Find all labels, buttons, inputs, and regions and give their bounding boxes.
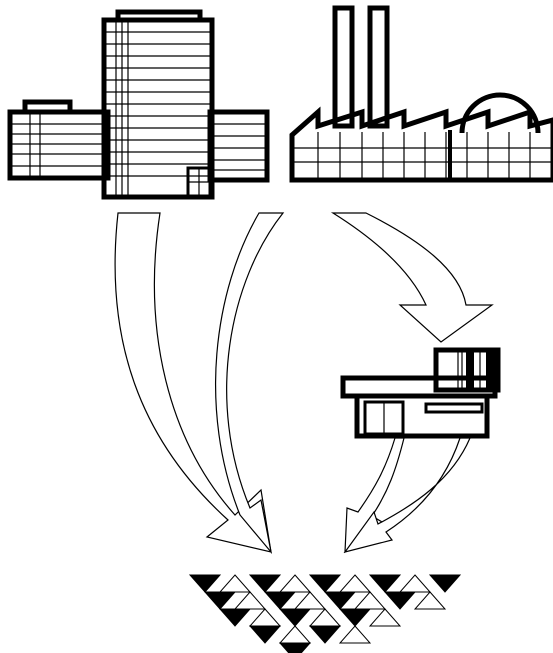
pattern-triangle	[308, 574, 342, 593]
triangle-pattern-icon	[188, 574, 462, 653]
pattern-triangle	[293, 591, 327, 610]
arrow-facility-right	[343, 437, 471, 553]
facility-upper-block	[433, 347, 501, 393]
small-facility-icon	[340, 347, 501, 439]
pattern-triangle	[338, 574, 372, 593]
pattern-triangle	[398, 574, 432, 593]
pattern-triangle	[218, 574, 252, 593]
pattern-triangle	[218, 608, 252, 627]
pattern-triangle	[338, 625, 372, 644]
pattern-triangle	[263, 591, 297, 610]
office-roof-step	[22, 99, 73, 112]
pattern-triangle	[368, 608, 402, 627]
factory-chimney-right	[367, 5, 390, 129]
pattern-triangle	[248, 574, 282, 593]
office-window-lines	[10, 20, 267, 197]
factory-window-lines	[292, 132, 553, 180]
pattern-triangle	[248, 608, 282, 627]
pattern-triangle	[188, 574, 222, 593]
factory-sawtooth-building	[289, 106, 553, 183]
pattern-triangle	[428, 574, 462, 593]
office-tower-top	[115, 9, 203, 20]
pattern-triangle	[278, 608, 312, 627]
pattern-triangle	[368, 574, 402, 593]
pattern-triangle	[248, 625, 282, 644]
facility-window	[424, 402, 484, 414]
arrow-office-outer	[114, 212, 272, 553]
pattern-triangle	[413, 591, 447, 610]
factory-chimney-left	[332, 5, 355, 129]
pattern-triangle	[308, 608, 342, 627]
office-low-wing	[7, 109, 111, 181]
pattern-triangle	[323, 591, 357, 610]
pattern-triangle	[233, 591, 267, 610]
pattern-triangle	[203, 591, 237, 610]
pattern-triangle	[308, 625, 342, 644]
pattern-triangle	[353, 591, 387, 610]
factory-icon	[289, 5, 553, 183]
facility-body	[354, 393, 490, 439]
pattern-triangle	[338, 608, 372, 627]
flow-arrows	[114, 212, 494, 555]
office-building-icon	[7, 9, 270, 200]
pattern-triangle	[278, 574, 312, 593]
arrow-factory-facility	[330, 212, 494, 343]
pattern-triangle	[278, 625, 312, 644]
pattern-triangle	[278, 642, 312, 653]
pattern-triangle	[383, 591, 417, 610]
office-tower	[101, 17, 215, 200]
arrow-office-inner	[215, 212, 285, 555]
